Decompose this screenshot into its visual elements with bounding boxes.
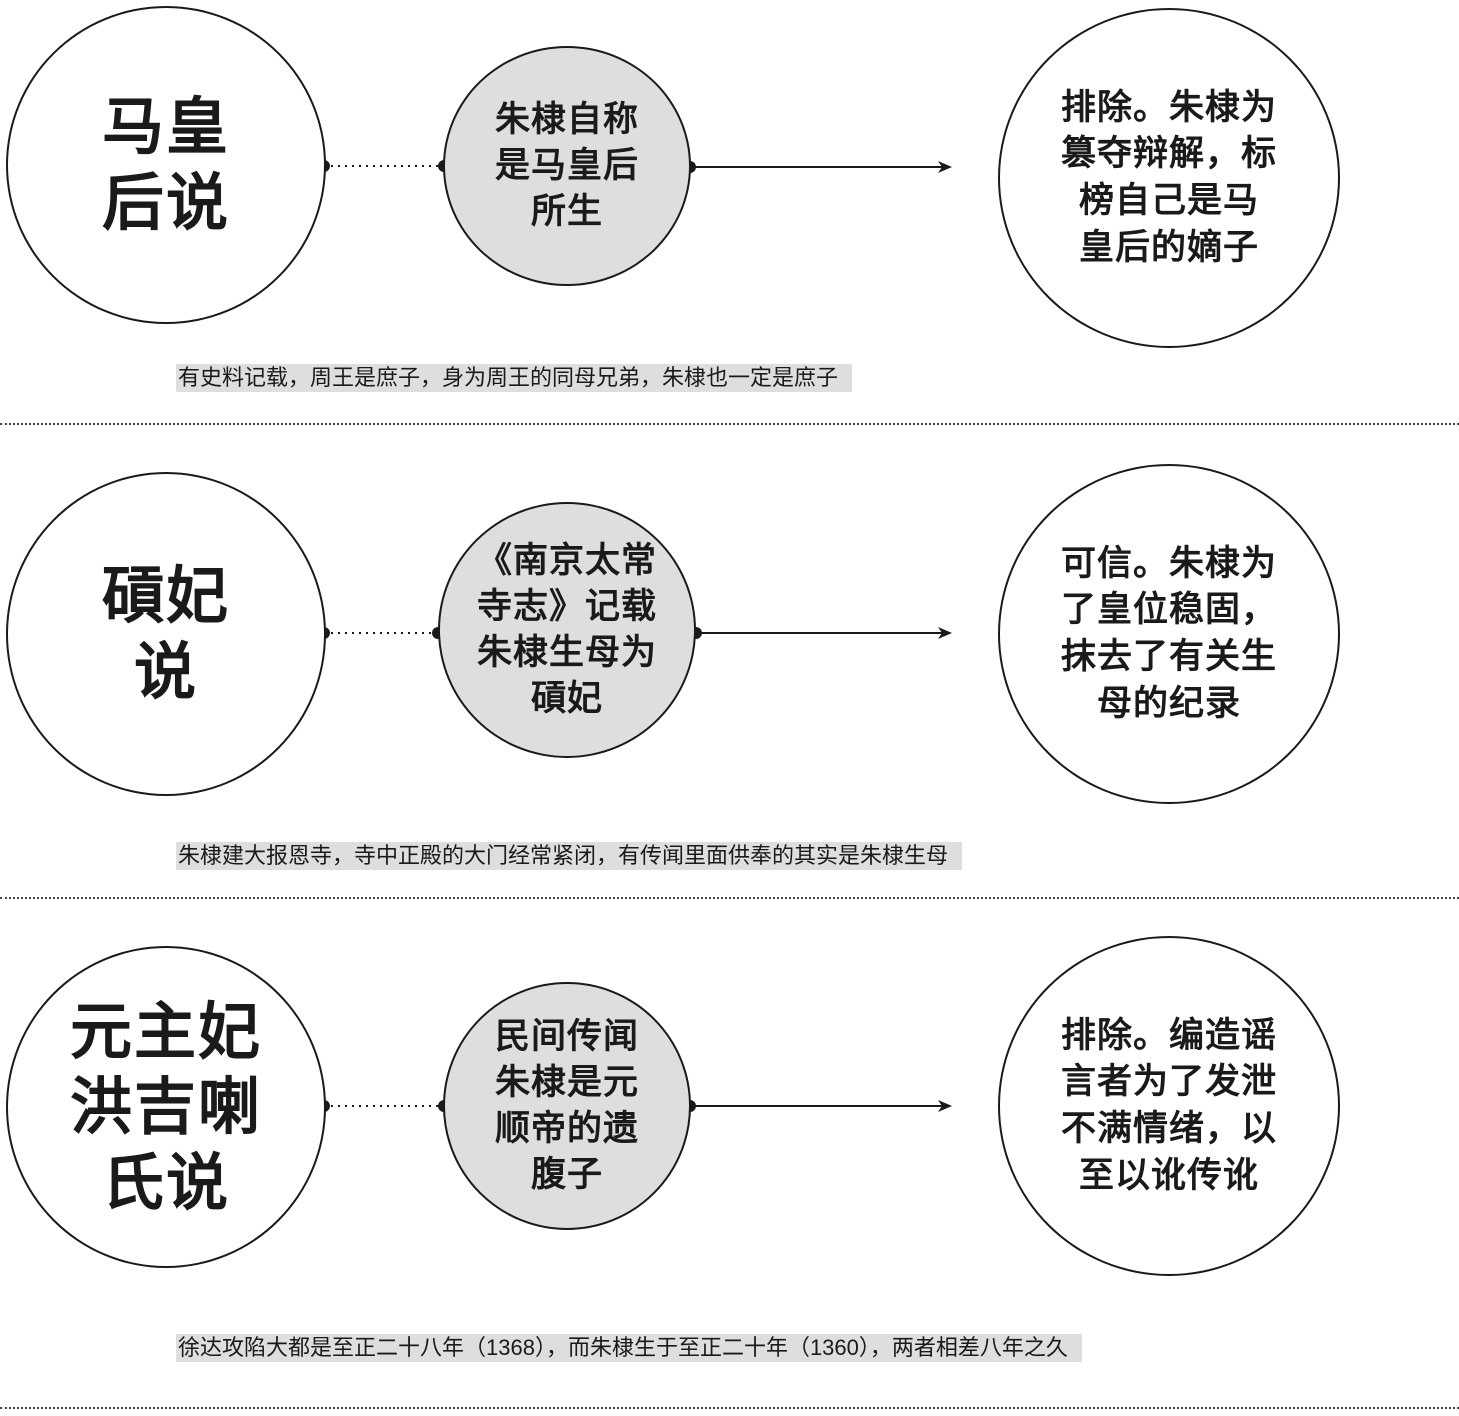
dotted-divider bbox=[0, 1407, 1459, 1409]
verdict-text: 可信。朱棣为 了皇位稳固， 抹去了有关生 母的纪录 bbox=[1060, 542, 1277, 724]
evidence-text: 《南京太常 寺志》记载 朱棣生母为 碽妃 bbox=[476, 539, 657, 720]
verdict-circle-2: 可信。朱棣为 了皇位稳固， 抹去了有关生 母的纪录 bbox=[998, 464, 1340, 804]
verdict-circle-1: 排除。朱棣为 篡夺辩解，标 榜自己是马 皇后的嫡子 bbox=[998, 8, 1340, 348]
evidence-circle-1: 朱棣自称 是马皇后 所生 bbox=[443, 46, 691, 286]
note-row-1: 有史料记载，周王是庶子，身为周王的同母兄弟，朱棣也一定是庶子 bbox=[176, 364, 853, 392]
dotted-divider bbox=[0, 423, 1459, 425]
theory-label: 马皇 后说 bbox=[101, 90, 230, 239]
theory-circle-ma-queen: 马皇 后说 bbox=[6, 6, 326, 324]
evidence-text: 朱棣自称 是马皇后 所生 bbox=[494, 98, 639, 233]
evidence-circle-2: 《南京太常 寺志》记载 朱棣生母为 碽妃 bbox=[438, 502, 696, 758]
evidence-text: 民间传闻 朱棣是元 顺帝的遗 腹子 bbox=[494, 1015, 639, 1196]
verdict-text: 排除。编造谣 言者为了发泄 不满情绪，以 至以讹传讹 bbox=[1060, 1014, 1277, 1196]
theory-circle-gong-consort: 碽妃 说 bbox=[6, 472, 326, 796]
dotted-divider bbox=[0, 897, 1459, 899]
theory-label: 元主妃 洪吉喇 氏说 bbox=[69, 994, 262, 1219]
verdict-text: 排除。朱棣为 篡夺辩解，标 榜自己是马 皇后的嫡子 bbox=[1060, 86, 1277, 268]
verdict-circle-3: 排除。编造谣 言者为了发泄 不满情绪，以 至以讹传讹 bbox=[998, 936, 1340, 1276]
theory-label: 碽妃 说 bbox=[101, 559, 230, 708]
note-row-2: 朱棣建大报恩寺，寺中正殿的大门经常紧闭，有传闻里面供奉的其实是朱棣生母 bbox=[176, 842, 963, 870]
note-row-3: 徐达攻陷大都是至正二十八年（1368），而朱棣生于至正二十年（1360），两者相… bbox=[176, 1334, 1082, 1362]
evidence-circle-3: 民间传闻 朱棣是元 顺帝的遗 腹子 bbox=[443, 982, 691, 1230]
theory-circle-yuan-consort: 元主妃 洪吉喇 氏说 bbox=[6, 946, 326, 1268]
